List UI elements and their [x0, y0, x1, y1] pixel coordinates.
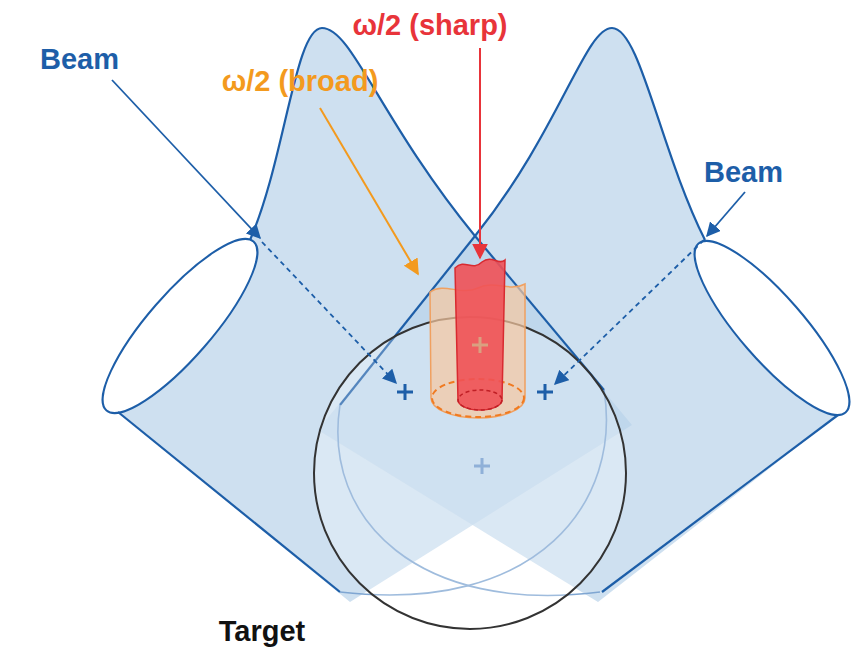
leader-line: [479, 48, 481, 258]
right-beam-cap: [674, 222, 858, 433]
left-gaussian-profile: [250, 28, 475, 240]
beam-center-mark: [397, 384, 413, 400]
leader-line: [555, 240, 704, 384]
target-center-mark: [474, 458, 490, 474]
broad-label: ω/2 (broad): [222, 64, 379, 98]
sharp-region: [455, 259, 505, 410]
region-center-mark: [472, 337, 488, 353]
sharp-label: ω/2 (sharp): [352, 8, 507, 42]
right-gaussian-profile: [475, 28, 705, 240]
leader-line: [707, 192, 745, 236]
leader-line: [112, 80, 260, 238]
beam-edge: [118, 412, 340, 592]
beam-center-mark: [537, 384, 553, 400]
target-label: Target: [219, 614, 305, 648]
sharp-spot: [458, 390, 502, 410]
left-beam-cap: [82, 220, 277, 431]
beam-edge: [602, 415, 838, 592]
leader-line: [262, 242, 396, 383]
leader-line: [320, 108, 418, 274]
beam-label: Beam: [704, 155, 783, 189]
beam-label: Beam: [40, 42, 119, 76]
